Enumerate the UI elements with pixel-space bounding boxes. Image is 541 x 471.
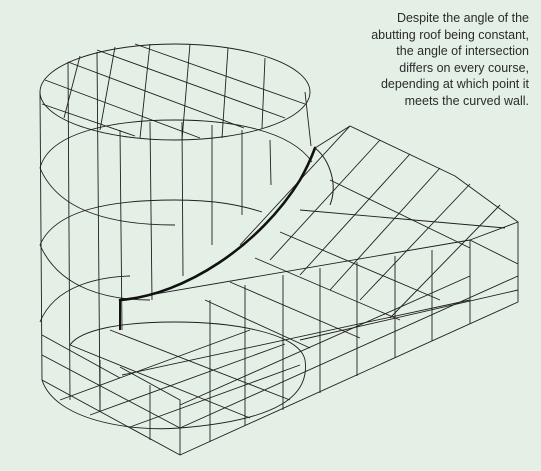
roof-rafter xyxy=(329,167,441,291)
roof-rafter xyxy=(359,183,471,301)
cylinder-ring-2b xyxy=(39,244,151,301)
caption-text: Despite the angle of the abutting roof b… xyxy=(371,11,529,108)
top-grid xyxy=(139,43,151,139)
roof-batten xyxy=(279,231,441,301)
top-grid xyxy=(67,61,245,129)
block-course xyxy=(41,354,181,429)
top-grid xyxy=(99,46,116,131)
top-grid xyxy=(134,43,306,105)
cylinder-right-silhouette xyxy=(304,91,312,147)
base-grid xyxy=(69,344,251,419)
intersection-curve xyxy=(118,146,317,302)
roof-batten xyxy=(329,179,471,249)
base-grid xyxy=(109,329,291,401)
roof-ridge xyxy=(314,125,519,264)
cylinder-vline xyxy=(149,121,153,301)
cylinder-vline xyxy=(181,121,184,277)
block-course xyxy=(179,275,471,406)
cylinder-vline xyxy=(269,139,272,186)
cylinder-top-ellipse xyxy=(39,43,311,141)
top-grid xyxy=(181,43,191,141)
block-front-left-face xyxy=(41,366,181,456)
cylinder-base-ellipse xyxy=(41,321,306,430)
base-grid xyxy=(89,343,286,416)
cylinder-vline xyxy=(96,51,101,411)
top-grid xyxy=(96,49,286,119)
dormer-curve xyxy=(314,147,334,206)
block-course xyxy=(179,275,519,429)
block-course xyxy=(41,334,121,379)
cylinder-vline xyxy=(119,129,123,331)
top-grid xyxy=(221,47,229,139)
block-course xyxy=(121,299,471,376)
base-grid xyxy=(129,364,301,428)
block-course xyxy=(299,289,519,341)
roof-batten xyxy=(229,281,361,339)
roof-batten xyxy=(204,299,311,349)
roof-batten xyxy=(254,257,401,321)
top-grid xyxy=(41,103,136,137)
cylinder-vline xyxy=(67,61,71,401)
roof-gable-front xyxy=(469,221,519,241)
block-front-right-face xyxy=(179,239,519,456)
cylinder-ring-3 xyxy=(39,275,131,323)
cylinder-ring-1b xyxy=(39,119,313,169)
roof-rafter xyxy=(389,204,501,319)
roof-rafter xyxy=(269,139,381,261)
cylinder-ring-2 xyxy=(39,199,263,246)
cylinder-left-silhouette xyxy=(39,91,43,381)
top-grid xyxy=(261,57,266,129)
top-grid xyxy=(44,79,201,139)
top-grid xyxy=(63,55,81,119)
roof-eave-line xyxy=(119,239,471,301)
roof-batten xyxy=(299,209,506,229)
cylinder-ring-1 xyxy=(39,167,176,226)
base-grid xyxy=(59,329,251,401)
